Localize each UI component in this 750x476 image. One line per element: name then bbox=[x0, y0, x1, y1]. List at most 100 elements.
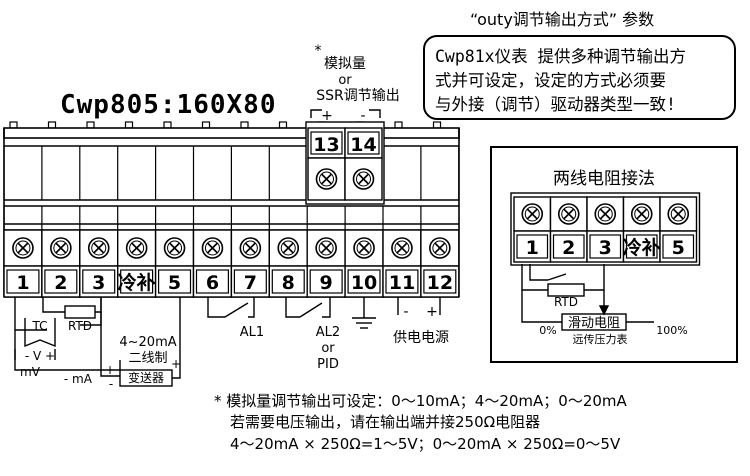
terminal-label: 3 bbox=[599, 237, 612, 259]
panel-terminal-4: 冷补 bbox=[623, 196, 661, 263]
screw-icon bbox=[163, 237, 186, 259]
panel-pct100: 100% bbox=[656, 324, 687, 337]
panel-terminal-3: 3 bbox=[586, 196, 625, 263]
power-plus: + bbox=[426, 304, 438, 320]
terminal-label: 冷补 bbox=[118, 271, 156, 294]
terminal-4: 冷补 bbox=[116, 206, 157, 298]
terminal-label: 2 bbox=[54, 272, 67, 294]
rtd-label: RTD bbox=[68, 319, 92, 333]
power-label: 供电电源 bbox=[393, 330, 449, 346]
ssr-minus: - bbox=[360, 108, 365, 124]
terminal-label: 11 bbox=[389, 272, 415, 294]
screw-icon bbox=[557, 203, 580, 225]
transmitter-minus: - bbox=[109, 377, 113, 391]
terminal-7: 7 bbox=[230, 206, 270, 298]
screw-icon bbox=[125, 237, 148, 259]
params-title: “outy调节输出方式” 参数 bbox=[470, 10, 655, 29]
screw-icon bbox=[315, 237, 337, 259]
terminal-label: 1 bbox=[526, 237, 539, 259]
panel-terminal-5: 5 bbox=[659, 196, 698, 263]
transmitter-label: 变送器 bbox=[128, 370, 164, 385]
screw-icon bbox=[50, 237, 72, 259]
terminal-label: 14 bbox=[350, 134, 376, 156]
two-wire-label: 二线制 bbox=[128, 351, 167, 366]
panel-terminal-2: 2 bbox=[549, 196, 588, 263]
terminal-label: 1 bbox=[16, 272, 29, 294]
ssr-line-2: or bbox=[338, 73, 352, 88]
panel-terminal-1: 1 bbox=[513, 196, 552, 263]
ma-range-label: 4~20mA bbox=[119, 335, 176, 350]
v-label: - V + bbox=[25, 349, 55, 363]
screw-icon bbox=[239, 237, 262, 259]
terminal-label: 13 bbox=[313, 134, 339, 156]
note-line-3: 与外接（调节）驱动器类型一致! bbox=[435, 95, 676, 114]
terminal-label: 冷补 bbox=[623, 236, 661, 259]
panel-slider-label: 滑动电阻 bbox=[568, 316, 620, 331]
footnote-line-3: 4～20mA × 250Ω=1～5V；0～20mA × 250Ω=0～5V bbox=[230, 435, 621, 453]
al2-label: AL2 bbox=[316, 325, 340, 340]
ssr-plus: + bbox=[321, 108, 333, 124]
mv-label: mV bbox=[20, 365, 41, 379]
screw-icon bbox=[353, 237, 375, 259]
terminal-label: 5 bbox=[168, 272, 181, 294]
ssr-line-1: 模拟量 bbox=[324, 56, 366, 72]
terminal-label: 10 bbox=[351, 272, 377, 294]
screw-icon bbox=[667, 203, 690, 225]
terminal-11: 11 bbox=[382, 206, 422, 298]
panel-gauge-label: 远传压力表 bbox=[573, 332, 628, 346]
transmitter-plus: + bbox=[171, 357, 181, 371]
terminal-13: 13 bbox=[307, 127, 346, 201]
terminal-3: 3 bbox=[79, 206, 119, 298]
terminal-10: 10 bbox=[344, 206, 384, 298]
terminal-label: 7 bbox=[244, 272, 257, 294]
screw-icon bbox=[594, 203, 617, 225]
ma-label: mA bbox=[72, 372, 93, 386]
terminal-label: 8 bbox=[282, 272, 295, 294]
wiring-lines bbox=[14, 109, 441, 387]
screw-icon bbox=[87, 237, 110, 259]
screw-icon bbox=[352, 168, 375, 190]
terminal-label: 5 bbox=[672, 237, 685, 259]
note-box: Cwp81x仪表 提供多种调节输出方 式并可设定，设定的方式必须要 与外接（调节… bbox=[423, 35, 736, 120]
panel-pct0: 0% bbox=[539, 324, 556, 337]
terminal-5: 5 bbox=[154, 206, 195, 298]
ma-minus: - bbox=[64, 372, 68, 386]
terminal-label: 2 bbox=[562, 237, 575, 259]
terminal-label: 3 bbox=[92, 272, 105, 294]
screw-icon bbox=[12, 237, 34, 259]
model-title: Cwp805:160X80 bbox=[60, 90, 277, 120]
terminal-2: 2 bbox=[41, 206, 81, 298]
power-minus: - bbox=[403, 304, 408, 320]
screw-icon bbox=[277, 237, 300, 259]
terminal-12: 12 bbox=[420, 206, 460, 298]
terminal-label: 12 bbox=[427, 272, 453, 294]
screw-icon bbox=[630, 203, 653, 225]
terminal-1: 1 bbox=[3, 206, 43, 298]
panel-rtd-label: RTD bbox=[554, 295, 578, 309]
terminal-6: 6 bbox=[192, 206, 233, 298]
terminal-8: 8 bbox=[268, 206, 308, 298]
terminal-label: 9 bbox=[320, 272, 333, 294]
tc-label: TC bbox=[31, 319, 47, 333]
terminal-label: 6 bbox=[206, 272, 219, 294]
pid-label: PID bbox=[317, 357, 339, 372]
terminal-14: 14 bbox=[344, 127, 383, 201]
al2-or-label: or bbox=[321, 341, 335, 356]
screw-icon bbox=[521, 203, 544, 225]
screw-icon bbox=[391, 237, 413, 259]
footnote-line-1: * 模拟量调节输出可设定：0～10mA；4～20mA；0～20mA bbox=[214, 392, 627, 410]
al1-label: AL1 bbox=[240, 325, 264, 340]
terminal-9: 9 bbox=[306, 206, 346, 298]
two-wire-title: 两线电阻接法 bbox=[553, 169, 655, 189]
note-line-1: Cwp81x仪表 提供多种调节输出方 bbox=[435, 47, 687, 66]
screw-icon bbox=[315, 168, 338, 190]
screw-icon bbox=[429, 237, 451, 259]
ma-plus: + bbox=[105, 363, 115, 377]
screw-icon bbox=[201, 237, 224, 259]
ssr-star: * bbox=[315, 43, 322, 59]
footnote-line-2: 若需要电压输出，请在输出端并接250Ω电阻器 bbox=[230, 413, 541, 431]
note-line-2: 式并可设定，设定的方式必须要 bbox=[435, 71, 666, 90]
panel-wiring bbox=[521, 264, 654, 331]
ssr-line-3: SSR调节输出 bbox=[316, 88, 400, 104]
